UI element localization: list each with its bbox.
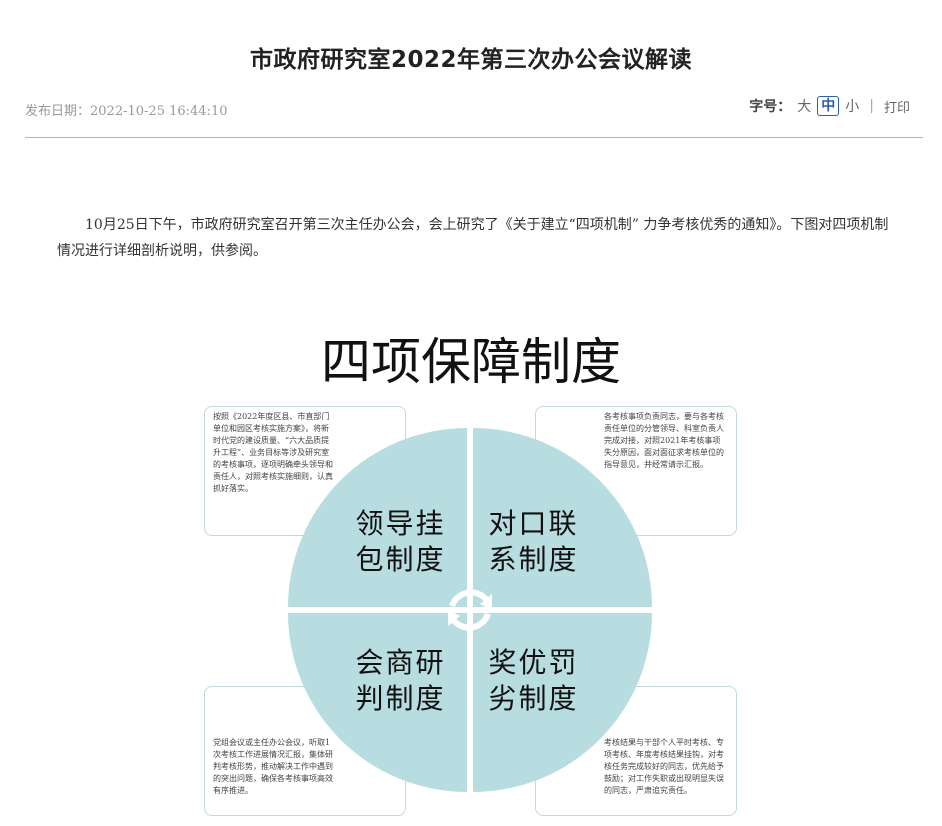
cycle-arrows-icon — [448, 589, 492, 631]
article-tools: 字号： 大 中 小 | 打印 — [749, 96, 910, 116]
quadrant-label-leader-package: 领导挂包制度 — [355, 506, 446, 576]
four-systems-diagram: 四项保障制度 按照《2022年度区县、市直部门单位和园区考核实施方案》，将新时代… — [0, 300, 942, 826]
publish-date-value: 2022-10-25 16:44:10 — [90, 104, 228, 119]
font-size-label: 字号： — [749, 99, 792, 115]
header-divider — [25, 137, 923, 138]
font-size-medium-button[interactable]: 中 — [817, 96, 840, 116]
diagram-title: 四项保障制度 — [321, 333, 621, 391]
note-top-right: 各考核事项负责同志，要与各考核责任单位的分管领导、科室负责人完成对接，对照202… — [535, 406, 737, 536]
article-paragraph: 10月25日下午，市政府研究室召开第三次主任办公会，会上研究了《关于建立“四项机… — [57, 217, 889, 259]
quadrant-top-right: 对口联系制度 — [473, 428, 652, 607]
font-size-small-button[interactable]: 小 — [845, 99, 860, 115]
tool-separator: | — [869, 98, 874, 114]
quadrant-label-consultation: 会商研判制度 — [355, 645, 446, 715]
quadrant-circle: 领导挂包制度 对口联系制度 会商研判制度 奖优罚劣制度 — [288, 428, 652, 792]
quadrant-label-liaison: 对口联系制度 — [488, 506, 579, 576]
page-title: 市政府研究室2022年第三次办公会议解读 — [249, 47, 692, 73]
print-link[interactable]: 打印 — [883, 100, 910, 116]
font-size-large-button[interactable]: 大 — [797, 99, 812, 115]
publish-date: 发布日期：2022-10-25 16:44:10 — [25, 100, 228, 119]
publish-date-label: 发布日期： — [25, 104, 91, 119]
quadrant-label-reward-penalty: 奖优罚劣制度 — [488, 645, 579, 715]
